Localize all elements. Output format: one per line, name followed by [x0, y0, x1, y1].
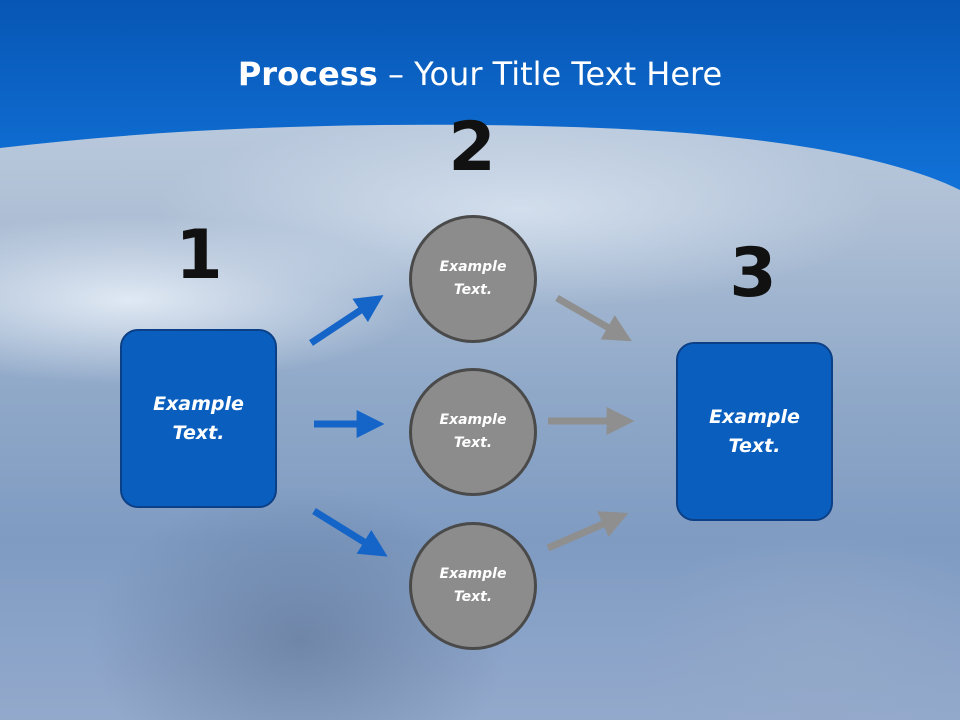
arrow-blue-down-icon [312, 508, 388, 557]
step-number-2: 2 [448, 108, 496, 187]
step-number-3: 3 [729, 234, 777, 313]
step-2-circle-middle[interactable]: Example Text. [409, 368, 537, 496]
arrow-blue-up-icon [309, 295, 384, 346]
step-number-1: 1 [175, 216, 223, 295]
circle-middle-text: Example Text. [439, 412, 507, 451]
step-2-circle-bottom[interactable]: Example Text. [409, 522, 537, 650]
slide-title: Process – Your Title Text Here [0, 52, 960, 96]
arrow-gray-up-icon [546, 511, 629, 552]
step-3-box[interactable]: Example Text. [676, 342, 833, 521]
arrow-gray-down-icon [555, 294, 632, 342]
title-rest: – Your Title Text Here [377, 55, 723, 93]
step-1-box[interactable]: Example Text. [120, 329, 277, 508]
circle-bottom-text: Example Text. [439, 566, 507, 605]
step-2-circle-top[interactable]: Example Text. [409, 215, 537, 343]
title-strong: Process [237, 55, 378, 93]
step-3-text: Example Text. [709, 405, 800, 457]
circle-top-text: Example Text. [439, 259, 507, 298]
step-1-text: Example Text. [153, 392, 244, 444]
header-band [0, 0, 960, 190]
